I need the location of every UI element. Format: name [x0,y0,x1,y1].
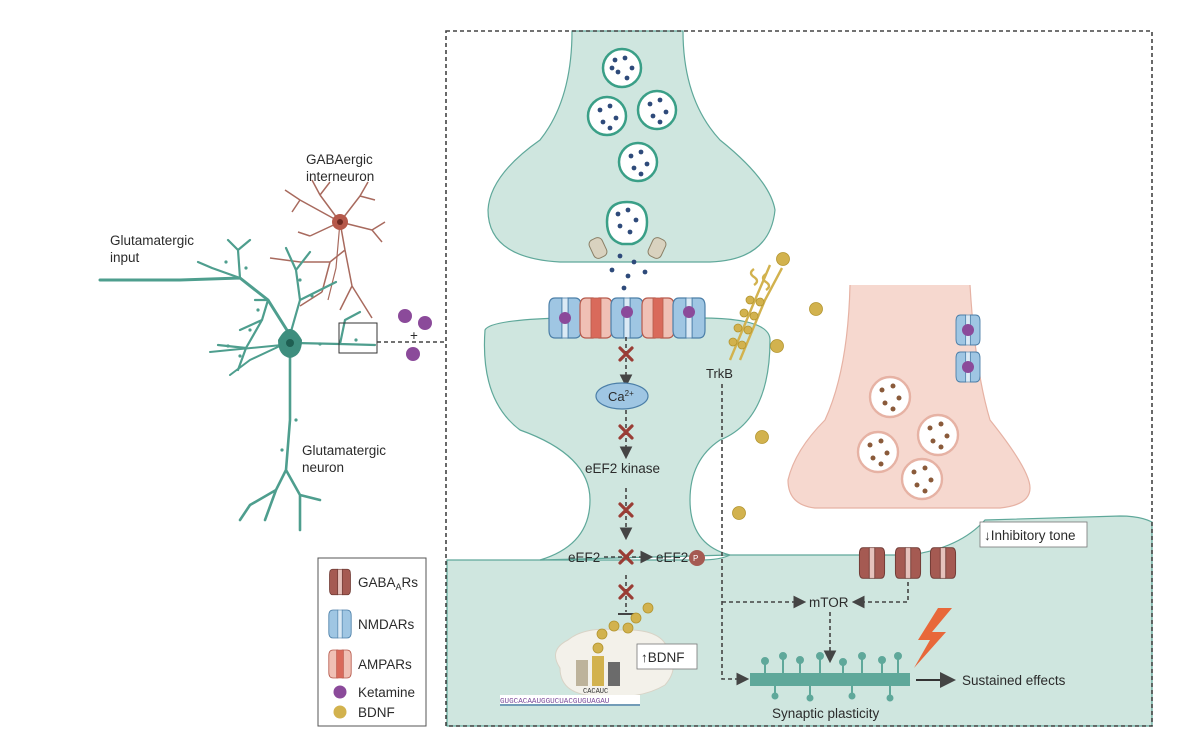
postsynaptic-cell-body [446,515,1153,727]
ketamine-molecule [398,309,412,323]
legend-ketamine-icon [333,685,347,699]
legend-nmda-icon [328,609,352,639]
neuron-overview: + GABAergic interneuron Glutamatergic in… [98,152,446,532]
bdnf-up-label: ↑BDNF [641,650,685,665]
legend-gaba-icon [329,568,351,596]
neuron-label-line1: Glutamatergic [302,443,386,458]
dendrite-segment [750,673,910,686]
legend: GABAARs NMDARs AMPARs Ketamine BDNF [317,557,427,727]
eef2-phospho-label: eEF2 [656,550,688,565]
nascent-bdnf-chain [592,602,654,654]
dendritic-spines [761,652,902,702]
ketamine-molecule [406,347,420,361]
gabaa-receptor [858,547,886,579]
dendritic-spine [483,317,771,561]
calcium-label: Ca2+ [608,389,634,404]
legend-ketamine-label: Ketamine [358,685,415,700]
mrna-sequence: GUGCACAAUGGUCUACGUGUAGAU [500,698,610,706]
legend-nmda-label: NMDARs [358,617,414,632]
gabaergic-interneuron [269,179,386,319]
calcium-ion [595,382,649,410]
neuron-label-line2: neuron [302,460,344,475]
ampa-receptor [641,297,675,339]
gaba-vesicles [856,375,960,501]
inhibitory-tone-label: ↓Inhibitory tone [984,528,1076,543]
phosphate-badge [689,550,705,566]
input-label-line1: Glutamatergic [110,233,194,248]
eef2-kinase-label: eEF2 kinase [585,461,660,476]
legend-gaba-label: GABAARs [358,575,418,592]
svg-text:P: P [693,554,698,563]
synaptic-plasticity-label: Synaptic plasticity [772,706,880,721]
mtor-label: mTOR [809,595,849,610]
zoom-box [338,322,378,354]
ampa-receptor [579,297,613,339]
legend-bdnf-icon [333,705,347,719]
gabaa-receptor [894,547,922,579]
trna-codon: CACAUC [583,688,608,696]
eef2-label: eEF2 [568,550,600,565]
legend-ampa-label: AMPARs [358,657,412,672]
sustained-effects-label: Sustained effects [962,673,1066,688]
synapse-detail-panel: TrkB ↓Inhibitor [445,30,1153,727]
ketamine-molecule [418,316,432,330]
trkb-label: TrkB [706,366,733,381]
receptor-row [548,297,706,339]
legend-bdnf-label: BDNF [358,705,395,720]
gabaa-receptor [929,547,957,579]
gabaergic-label-line2: interneuron [306,169,374,184]
lightning-icon [914,608,952,668]
input-label-line2: input [110,250,140,265]
trkb-receptor [728,264,784,361]
release-machinery [588,237,667,259]
bdnf-molecules [732,252,823,520]
legend-ampa-icon [328,649,352,679]
glutamate-vesicles [586,47,678,291]
gabaergic-label-line1: GABAergic [306,152,373,167]
detail-panel-border [445,30,1153,727]
glutamatergic-neuron [98,238,377,532]
plus-sign: + [410,328,418,343]
